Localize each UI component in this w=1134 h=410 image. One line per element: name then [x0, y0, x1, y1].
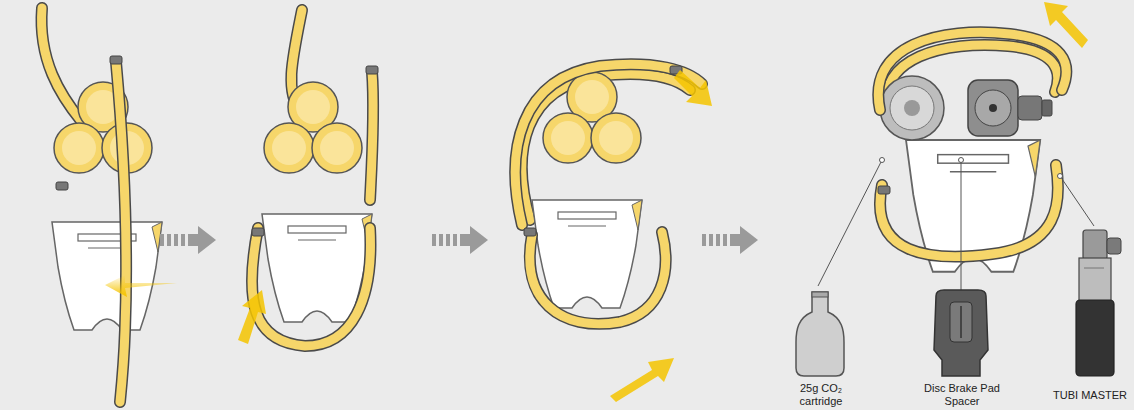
part-label: 25g CO₂ cartridge [790, 382, 852, 408]
part-label: Disc Brake Pad Spacer [916, 382, 1008, 408]
part-label: TUBI MASTER [1053, 389, 1127, 402]
